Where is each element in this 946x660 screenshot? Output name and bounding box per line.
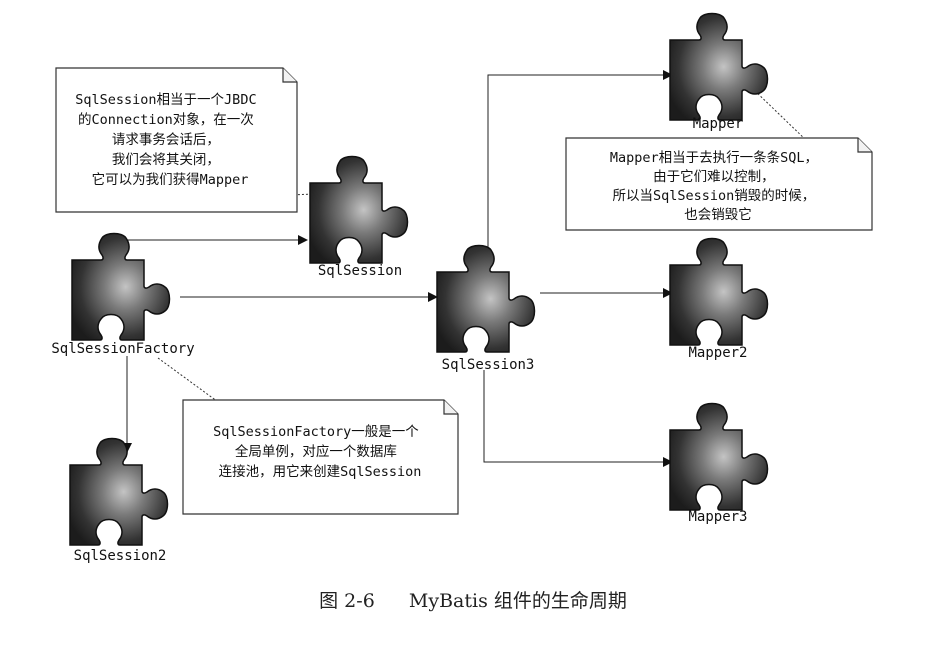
leader-mapper-note: [751, 87, 809, 143]
note-mapper-line: 也会销毁它: [684, 206, 752, 223]
svg-text:SqlSession相当于一个JBDC 的Con: SqlSession相当于一个JBDC 的Connection对象，在一次 请求…: [75, 92, 264, 188]
arrow-sqlsession3-to-mapper: [487, 70, 673, 268]
connectors: [122, 70, 673, 467]
svg-text:Mapper相当于去执行一条条SQL， 由于它们: Mapper相当于去执行一条条SQL， 由于它们难以控制， 所以当SqlSess…: [610, 149, 826, 223]
label-mapper2: Mapper2: [688, 345, 747, 361]
note-mapper-line: Mapper相当于去执行一条条SQL，: [610, 149, 818, 166]
arrow-sqlsession3-to-mapper3: [483, 370, 673, 467]
note-mapper-line: 所以当SqlSession销毁的时候，: [613, 188, 816, 204]
note-sqlsession-line: SqlSession相当于一个JBDC: [75, 92, 256, 108]
label-mapper: Mapper: [693, 116, 744, 132]
note-factory: SqlSessionFactory一般是一个 全局单例，对应一个数据库 连接池，…: [182, 399, 459, 515]
note-sqlsession-line: 请求事务会话后，: [112, 132, 220, 148]
piece-sqlsession-icon: [309, 155, 409, 264]
svg-text:SqlSessionFactory一般是一个 全: SqlSessionFactory一般是一个 全局单例，对应一个数据库 连接池，…: [213, 424, 427, 480]
note-mapper: Mapper相当于去执行一条条SQL， 由于它们难以控制， 所以当SqlSess…: [565, 137, 873, 231]
note-factory-line: 连接池，用它来创建SqlSession: [219, 463, 422, 480]
figure-number: 图 2-6: [319, 590, 375, 612]
note-factory-line: 全局单例，对应一个数据库: [235, 443, 397, 460]
label-mapper3: Mapper3: [688, 509, 747, 525]
note-factory-line: SqlSessionFactory一般是一个: [213, 424, 419, 440]
note-sqlsession-line: 我们会将其关闭，: [112, 152, 220, 168]
note-sqlsession-line: 的Connection对象，在一次: [78, 112, 254, 128]
piece-sqlsession3-icon: [436, 244, 536, 353]
piece-sqlsessionfactory-icon: [71, 232, 171, 341]
piece-sqlsession2-icon: [69, 437, 169, 546]
note-mapper-line: 由于它们难以控制，: [653, 168, 775, 185]
piece-mapper2-icon: [669, 237, 769, 346]
piece-mapper-icon: [669, 12, 769, 121]
label-sqlsession: SqlSession: [318, 263, 402, 279]
note-sqlsession-line: 它可以为我们获得Mapper: [92, 171, 249, 188]
label-sqlsessionfactory: SqlSessionFactory: [51, 341, 194, 357]
note-sqlsession: SqlSession相当于一个JBDC 的Connection对象，在一次 请求…: [55, 67, 298, 213]
figure-title: MyBatis 组件的生命周期: [408, 590, 627, 612]
piece-mapper3-icon: [669, 402, 769, 511]
label-sqlsession3: SqlSession3: [442, 357, 535, 373]
label-sqlsession2: SqlSession2: [74, 548, 167, 564]
figure-caption: 图 2-6 MyBatis 组件的生命周期: [0, 586, 946, 613]
